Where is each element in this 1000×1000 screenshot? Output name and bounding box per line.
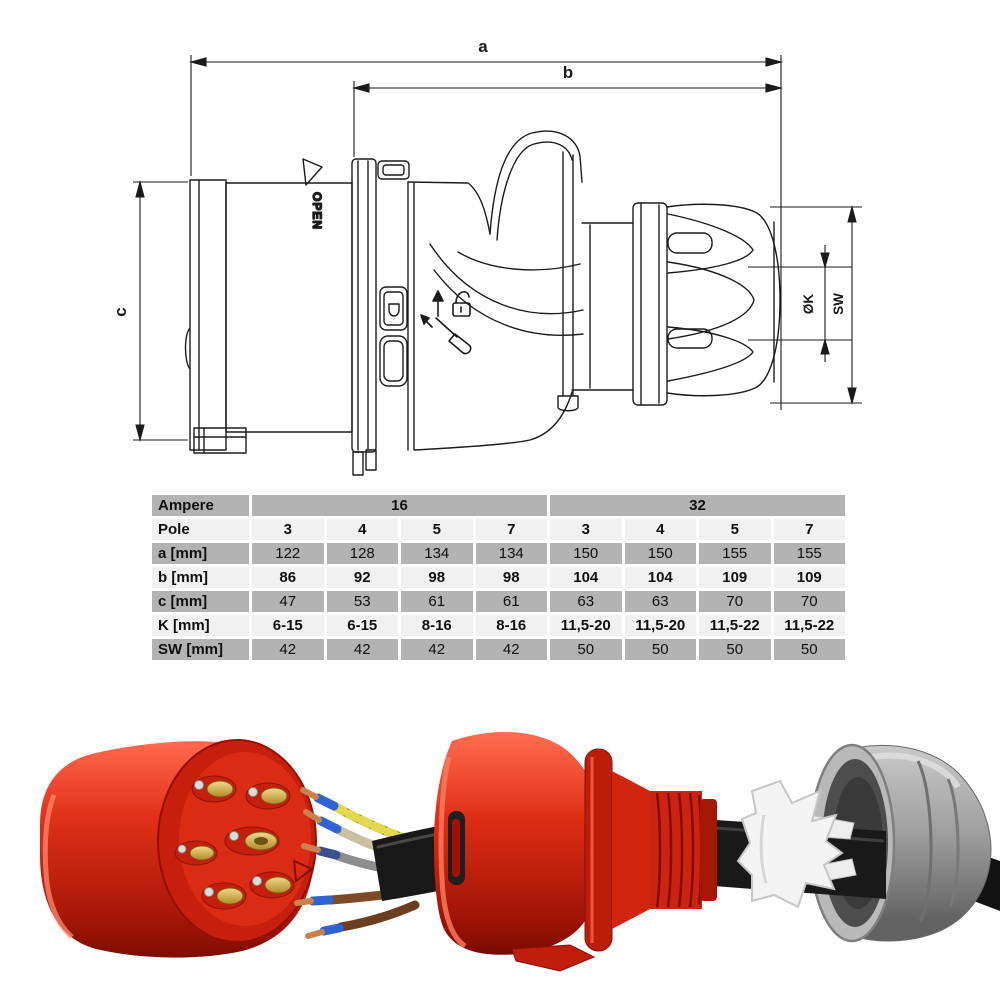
plug-technical-drawing: OPEN — [111, 37, 862, 476]
table-cell: 42 — [252, 639, 324, 660]
table-cell: 11,5-22 — [699, 615, 771, 636]
plug-sleeve-outline — [184, 179, 353, 454]
screwdriver-icon — [420, 314, 472, 355]
table-cell: 155 — [773, 543, 845, 564]
table-cell: 50 — [773, 639, 845, 660]
red-contact-insert — [40, 739, 317, 958]
plug-assembly-photo — [40, 731, 1000, 972]
dimension-k — [748, 245, 852, 362]
table-cell: 98 — [475, 567, 547, 588]
table-cell: 8-16 — [475, 615, 547, 636]
table-cell: 4 — [624, 519, 696, 540]
table-cell: 134 — [401, 543, 473, 564]
table-cell: 32 — [550, 495, 845, 516]
table-cell: 134 — [475, 543, 547, 564]
table-cell: 5 — [699, 519, 771, 540]
table-cell: 50 — [624, 639, 696, 660]
table-cell: 61 — [401, 591, 473, 612]
table-cell: a [mm] — [152, 543, 249, 564]
table-cell: 63 — [624, 591, 696, 612]
dim-sw-label: SW — [831, 293, 846, 315]
table-cell: 6-15 — [326, 615, 398, 636]
dimension-lines — [133, 55, 862, 443]
table-cell: 7 — [475, 519, 547, 540]
table-cell: 128 — [326, 543, 398, 564]
table-cell: 109 — [773, 567, 845, 588]
table-cell: 86 — [252, 567, 324, 588]
table-cell: 3 — [550, 519, 622, 540]
dim-b-label: b — [563, 63, 573, 82]
table-cell: 42 — [326, 639, 398, 660]
table-cell: 92 — [326, 567, 398, 588]
dimension-a — [188, 55, 784, 410]
table-cell: K [mm] — [152, 615, 249, 636]
dim-c-label: c — [111, 307, 130, 316]
open-triangle-icon — [302, 158, 323, 186]
table-cell: 50 — [550, 639, 622, 660]
table-cell: 150 — [550, 543, 622, 564]
table-cell: 7 — [773, 519, 845, 540]
table-cell: b [mm] — [152, 567, 249, 588]
table-cell: 61 — [475, 591, 547, 612]
table-cell: Ampere — [152, 495, 249, 516]
table-cell: 50 — [699, 639, 771, 660]
brass-terminals — [174, 775, 295, 910]
table-cell: SW [mm] — [152, 639, 249, 660]
table-cell: 11,5-22 — [773, 615, 845, 636]
table-cell: 104 — [550, 567, 622, 588]
white-cable-clamp — [736, 779, 857, 909]
table-cell: 98 — [401, 567, 473, 588]
table-cell: 8-16 — [401, 615, 473, 636]
table-cell: Pole — [152, 519, 249, 540]
table-cell: 4 — [326, 519, 398, 540]
release-slider — [379, 286, 408, 387]
dimension-c — [133, 179, 188, 443]
table-cell: 11,5-20 — [550, 615, 622, 636]
cable-gland-crown — [632, 202, 781, 406]
latch-tab — [511, 944, 596, 972]
table-cell: 11,5-20 — [624, 615, 696, 636]
dim-k-label: ØK — [801, 294, 816, 315]
table-cell: 16 — [252, 495, 547, 516]
unlock-icon — [432, 290, 471, 317]
table-cell: 109 — [699, 567, 771, 588]
table-cell: 104 — [624, 567, 696, 588]
brand-triangle-logo — [292, 859, 314, 883]
table-cell: 42 — [475, 639, 547, 660]
table-cell: 6-15 — [252, 615, 324, 636]
collar-ring — [351, 158, 410, 476]
table-cell: 47 — [252, 591, 324, 612]
dimension-sw — [770, 204, 862, 406]
table-cell: 5 — [401, 519, 473, 540]
table-cell: 150 — [624, 543, 696, 564]
dimension-b — [351, 81, 784, 157]
table-cell: 63 — [550, 591, 622, 612]
open-marker-label: OPEN — [310, 192, 324, 230]
table-cell: 42 — [401, 639, 473, 660]
table-cell: 70 — [773, 591, 845, 612]
table-cell: 53 — [326, 591, 398, 612]
grip-body-outline — [407, 130, 634, 451]
table-cell: c [mm] — [152, 591, 249, 612]
table-cell: 122 — [252, 543, 324, 564]
table-cell: 155 — [699, 543, 771, 564]
table-cell: 70 — [699, 591, 771, 612]
red-plug-housing — [434, 731, 717, 972]
dim-a-label: a — [478, 37, 488, 56]
table-cell: 3 — [252, 519, 324, 540]
